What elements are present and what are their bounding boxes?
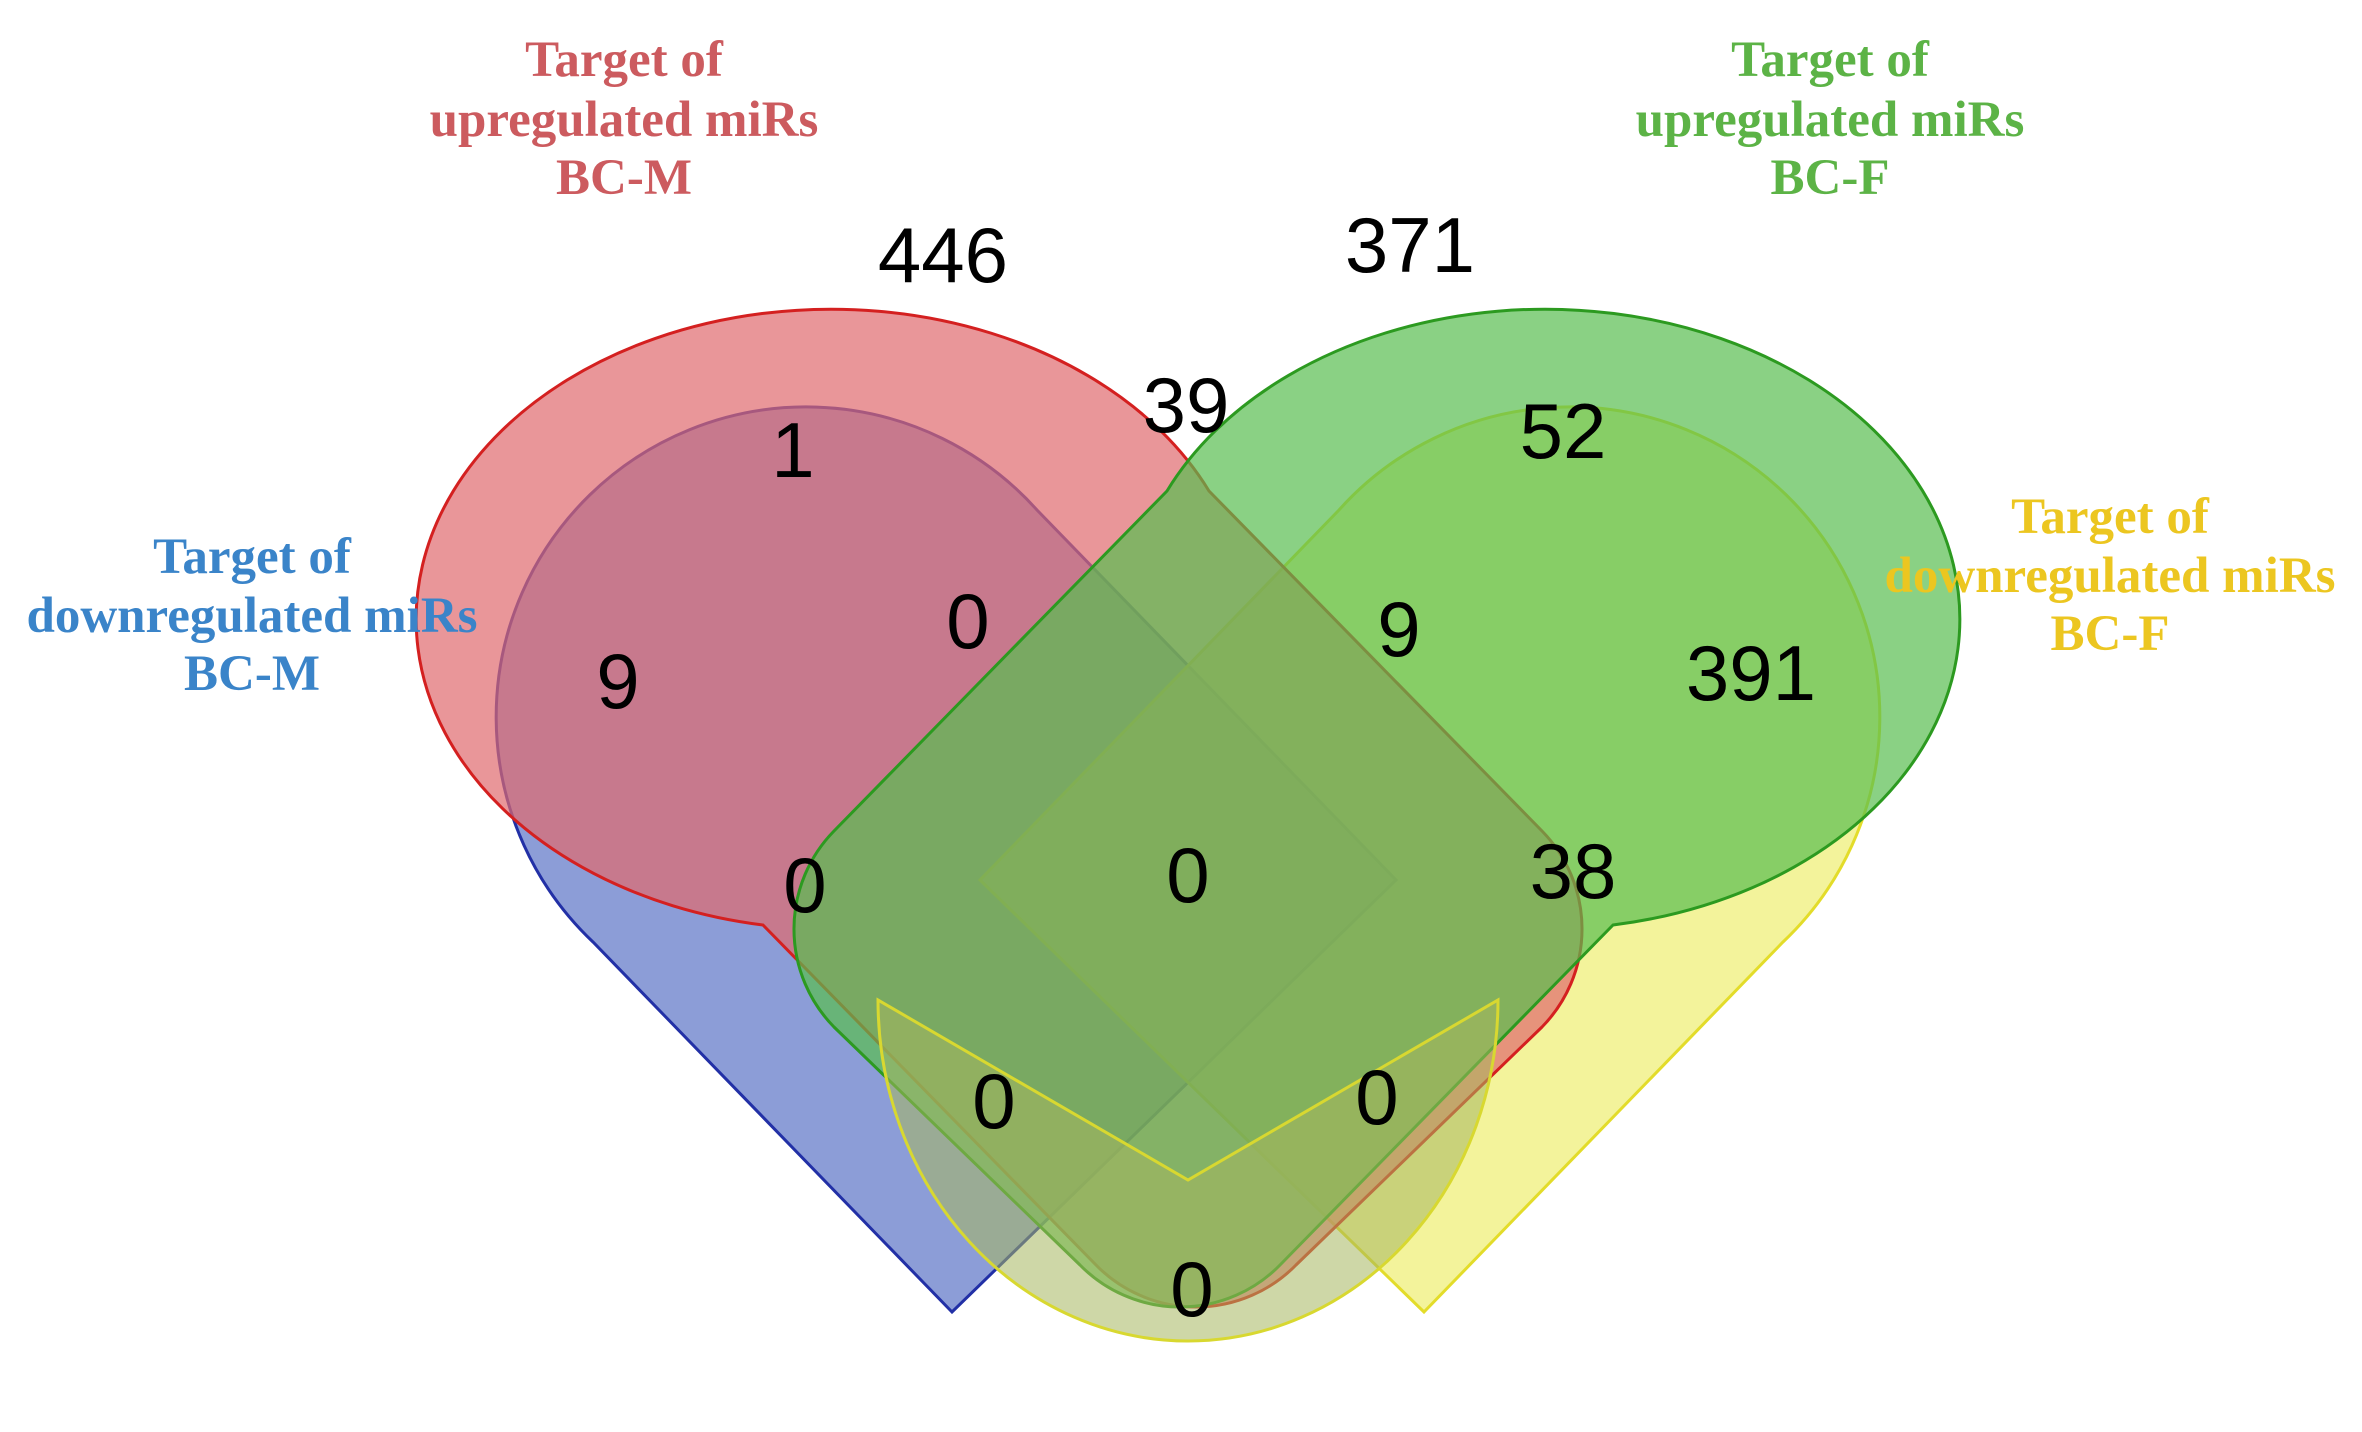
set-label-line: Target of (1731, 32, 1930, 88)
set-label-line: BC-F (1771, 150, 1890, 206)
set-label-line: BC-F (2051, 606, 2170, 662)
set-label-line: Target of (525, 32, 724, 88)
count-down-bcm-up-bcf: 0 (783, 841, 826, 929)
set-label-line: BC-M (556, 150, 692, 206)
set-label-line: upregulated miRs (1636, 92, 2025, 148)
set-label-line: BC-M (184, 646, 320, 702)
set-overlap-bottom (876, 997, 1500, 1343)
region-counts: 9 446 371 391 1 39 52 0 9 0 0 38 0 0 0 (596, 201, 1816, 1333)
set-label-line: downregulated miRs (26, 588, 477, 644)
count-down-bcm-down-bcf: 0 (1170, 1245, 1213, 1333)
set-label-down-bcm: Target of downregulated miRs BC-M (26, 529, 477, 702)
set-label-down-bcf: Target of downregulated miRs BC-F (1884, 489, 2335, 662)
count-up-bcf-only: 371 (1345, 201, 1475, 289)
count-down-bcm-only: 9 (596, 637, 639, 725)
count-up-bcm-up-bcf: 39 (1143, 361, 1230, 449)
set-label-line: Target of (2011, 489, 2210, 545)
count-up-bcm-up-bcf-down-bcf: 9 (1377, 585, 1420, 673)
set-label-line: Target of (153, 529, 352, 585)
set-label-up-bcf: Target of upregulated miRs BC-F (1636, 32, 2025, 206)
count-up-bcf-down-bcf: 52 (1520, 387, 1607, 475)
set-label-up-bcm: Target of upregulated miRs BC-M (430, 32, 819, 206)
count-up-bcm-down-bcf: 38 (1530, 827, 1617, 915)
set-label-line: downregulated miRs (1884, 548, 2335, 604)
count-all-four: 0 (1166, 831, 1209, 919)
count-down-bcm-up-bcm: 1 (771, 406, 814, 494)
count-up-bcm-only: 446 (878, 211, 1008, 299)
count-down-bcm-up-bcf-down-bcf: 0 (972, 1057, 1015, 1145)
set-label-line: upregulated miRs (430, 92, 819, 148)
count-down-bcm-up-bcm-down-bcf: 0 (1355, 1053, 1398, 1141)
count-down-bcm-up-bcm-up-bcf: 0 (946, 577, 989, 665)
count-down-bcf-only: 391 (1686, 629, 1816, 717)
